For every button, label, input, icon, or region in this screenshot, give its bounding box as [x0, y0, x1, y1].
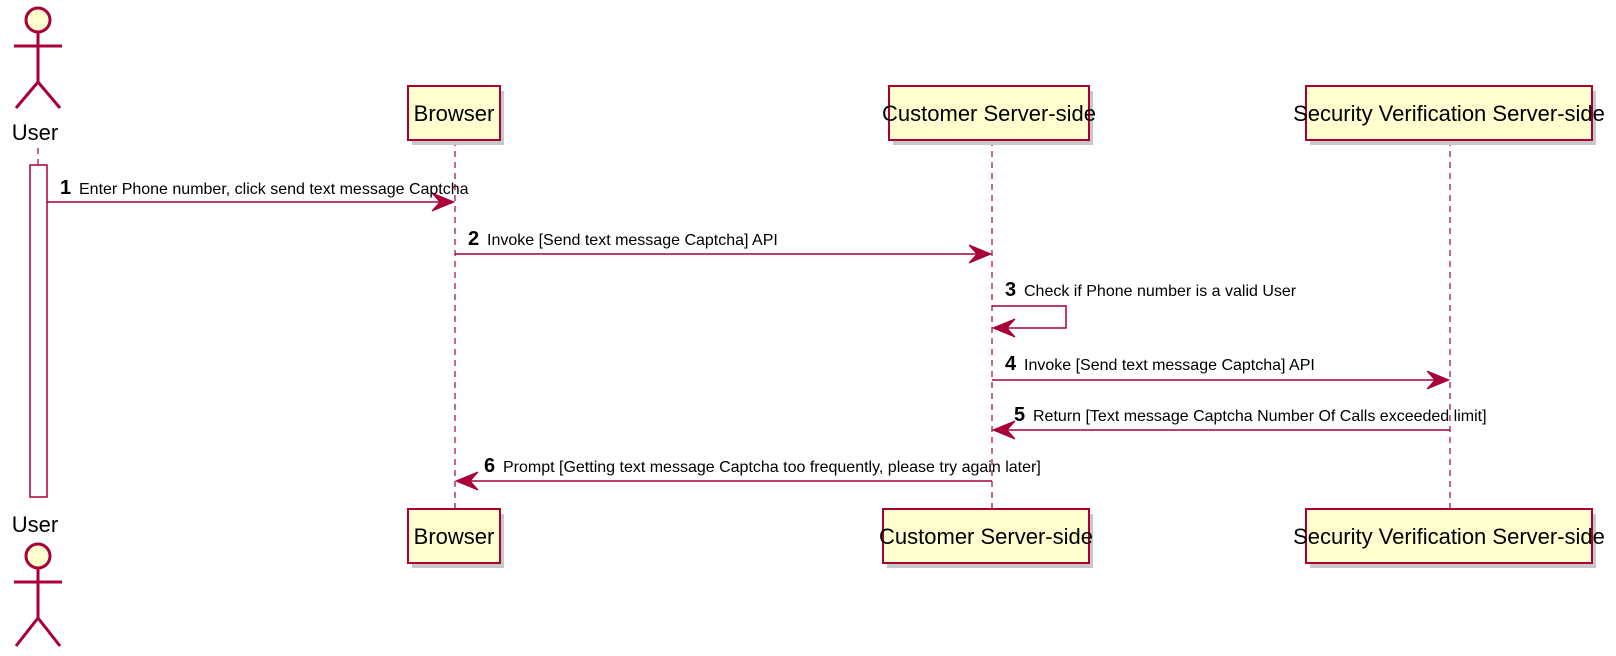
svg-text:Enter Phone number, click send: Enter Phone number, click send text mess… — [79, 181, 469, 198]
actor-label-top: User — [12, 120, 58, 145]
actor-user-top: User — [12, 6, 62, 145]
message-4: 4 Invoke [Send text message Captcha] API — [992, 353, 1451, 390]
arrowhead-icon — [454, 471, 479, 491]
arrowhead-icon — [1426, 370, 1451, 390]
message-3: 3 Check if Phone number is a valid User — [991, 279, 1297, 338]
participant-label: Security Verification Server-side — [1293, 524, 1605, 549]
arrowhead-icon — [991, 318, 1016, 338]
participant-label: Browser — [414, 101, 495, 126]
svg-text:Invoke [Send text message Capt: Invoke [Send text message Captcha] API — [487, 232, 778, 249]
svg-text:2: 2 — [468, 228, 479, 250]
svg-text:Return [Text message Captcha N: Return [Text message Captcha Number Of C… — [1033, 408, 1487, 425]
svg-text:Invoke [Send text message Capt: Invoke [Send text message Captcha] API — [1024, 357, 1315, 374]
participant-label: Customer Server-side — [879, 524, 1093, 549]
svg-text:3: 3 — [1005, 279, 1016, 301]
actor-user-bottom: User — [12, 512, 62, 647]
svg-text:Check if Phone number is a val: Check if Phone number is a valid User — [1024, 283, 1297, 300]
participant-customer-bottom: Customer Server-side — [879, 508, 1093, 568]
svg-text:1: 1 — [60, 177, 71, 199]
participant-browser-top: Browser — [407, 85, 504, 145]
message-2: 2 Invoke [Send text message Captcha] API — [455, 228, 993, 264]
svg-text:6: 6 — [484, 455, 495, 477]
svg-text:5: 5 — [1014, 404, 1025, 426]
participant-security-bottom: Security Verification Server-side — [1293, 508, 1605, 568]
svg-text:Prompt [Getting text message C: Prompt [Getting text message Captcha too… — [503, 459, 1041, 476]
participant-label: Security Verification Server-side — [1293, 101, 1605, 126]
user-activation-bar — [29, 164, 48, 498]
arrowhead-icon — [968, 244, 993, 264]
arrowhead-icon — [431, 192, 456, 212]
participant-browser-bottom: Browser — [407, 508, 504, 568]
participant-security-top: Security Verification Server-side — [1293, 85, 1605, 145]
participant-label: Browser — [414, 524, 495, 549]
message-5: 5 Return [Text message Captcha Number Of… — [991, 404, 1487, 440]
actor-label-bottom: User — [12, 512, 58, 537]
svg-text:4: 4 — [1005, 353, 1017, 375]
message-1: 1 Enter Phone number, click send text me… — [47, 177, 469, 212]
message-6: 6 Prompt [Getting text message Captcha t… — [454, 455, 1041, 491]
participant-customer-top: Customer Server-side — [882, 85, 1096, 145]
actor-head-icon — [24, 542, 52, 570]
arrowhead-icon — [991, 420, 1016, 440]
actor-head-icon — [24, 6, 52, 34]
participant-label: Customer Server-side — [882, 101, 1096, 126]
